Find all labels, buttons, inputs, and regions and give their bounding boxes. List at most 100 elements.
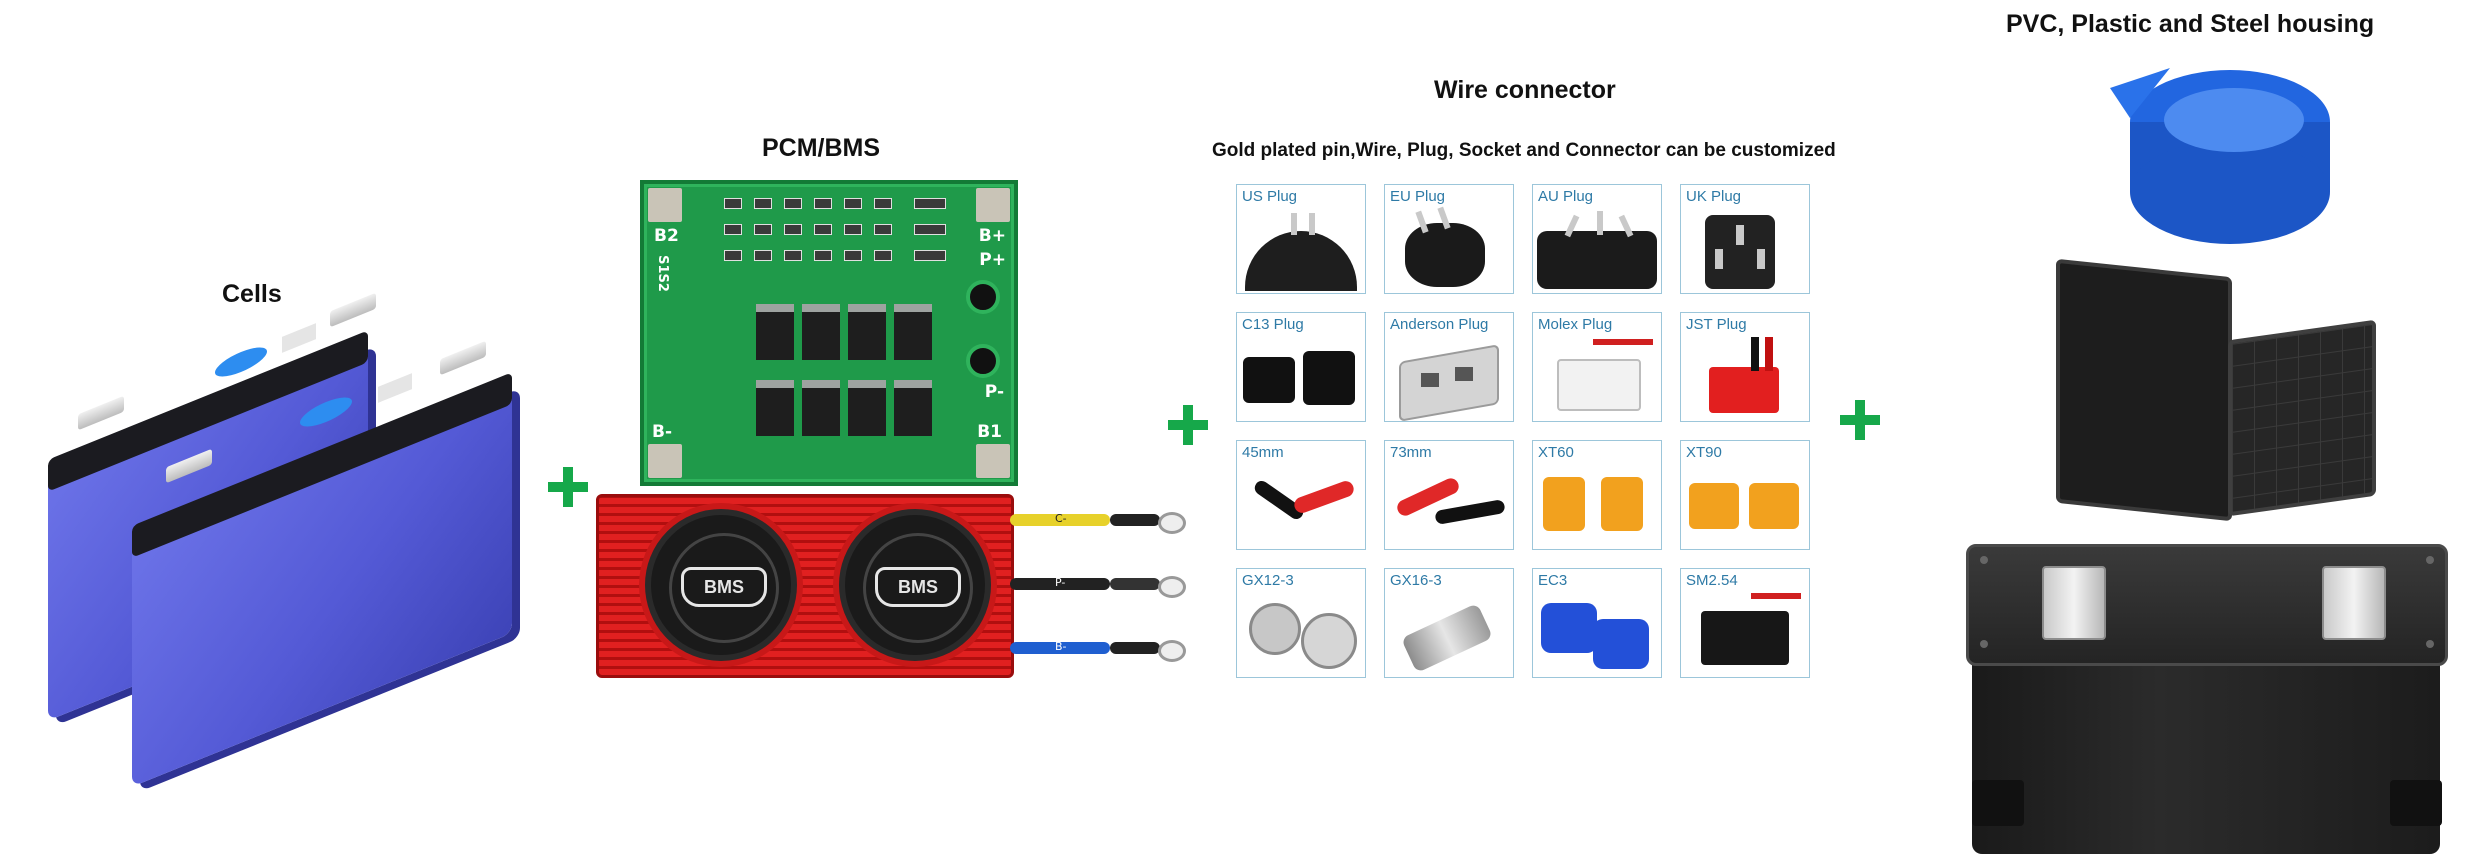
- bms-fan-right: BMS: [839, 509, 991, 661]
- molex-wire: [1593, 339, 1653, 345]
- mosfet: [848, 304, 886, 360]
- pcb-pad: [648, 444, 682, 478]
- plus-icon: [1840, 400, 1880, 440]
- tile-45mm: 45mm: [1236, 440, 1366, 550]
- housing-foot: [2390, 780, 2442, 826]
- pcb-pad: [648, 188, 682, 222]
- housing-handle-right: [2322, 566, 2386, 640]
- sm-connector-icon: [1701, 611, 1789, 665]
- tile-label: Molex Plug: [1538, 316, 1613, 333]
- tile-label: XT60: [1538, 444, 1574, 461]
- tile-c13-plug: C13 Plug: [1236, 312, 1366, 422]
- housing-bolt: [2426, 556, 2434, 564]
- tile-molex-plug: Molex Plug: [1532, 312, 1662, 422]
- molex-plug-icon: [1557, 359, 1641, 411]
- tile-eu-plug: EU Plug: [1384, 184, 1514, 294]
- wire-lug: [1158, 640, 1186, 662]
- pcb-component: [754, 250, 772, 261]
- cell-back-pad: [282, 323, 316, 353]
- pvc-roll-inner: [2164, 88, 2304, 152]
- wire-c-minus-sleeve: [1110, 514, 1160, 526]
- pcb-component: [844, 250, 862, 261]
- xt60-connector-icon-2: [1601, 477, 1643, 531]
- plug-pin: [1757, 249, 1765, 269]
- xt60-connector-icon: [1543, 477, 1585, 531]
- gx12-connector-icon-2: [1301, 613, 1357, 669]
- pcm-board: B2 B+ P+ P- B- B1 S1S2: [640, 180, 1018, 486]
- tile-label: GX12-3: [1242, 572, 1294, 589]
- pcb-component: [914, 250, 946, 261]
- wire-lug: [1158, 512, 1186, 534]
- pcb-component: [874, 250, 892, 261]
- tile-gx12: GX12-3: [1236, 568, 1366, 678]
- pvc-roll-image: [2110, 68, 2330, 244]
- sm-wire: [1751, 593, 1801, 599]
- au-plug-icon: [1537, 231, 1657, 289]
- tile-label: C13 Plug: [1242, 316, 1304, 333]
- tile-label: 73mm: [1390, 444, 1432, 461]
- mosfet: [894, 304, 932, 360]
- plug-pin: [1291, 213, 1297, 235]
- fan-ring: [669, 533, 779, 643]
- pcb-component: [784, 198, 802, 209]
- pvc-roll-bottom: [2130, 140, 2330, 244]
- tile-label: XT90: [1686, 444, 1722, 461]
- pcb-component: [724, 198, 742, 209]
- pcb-label-b2: B2: [654, 226, 679, 246]
- pcb-label-bminus: B-: [652, 422, 673, 442]
- tile-label: UK Plug: [1686, 188, 1742, 205]
- tile-label: GX16-3: [1390, 572, 1442, 589]
- plug-pin: [1736, 225, 1744, 245]
- plus-icon: [1168, 405, 1208, 445]
- xt90-connector-icon: [1689, 483, 1739, 529]
- pcb-component: [814, 198, 832, 209]
- pcb-component: [874, 224, 892, 235]
- wire-connector-subtitle: Gold plated pin,Wire, Plug, Socket and C…: [1212, 140, 1836, 161]
- wire-b-minus-sleeve: [1110, 642, 1160, 654]
- pcm-title: PCM/BMS: [762, 134, 881, 162]
- anderson-slot: [1421, 373, 1439, 387]
- wire-tag-b: B-: [1055, 640, 1067, 653]
- mosfet: [802, 304, 840, 360]
- connector-grid: US Plug EU Plug AU Plug UK Plug C13 Plug…: [1236, 184, 1810, 680]
- plastic-box-lid: [2228, 319, 2376, 517]
- tile-us-plug: US Plug: [1236, 184, 1366, 294]
- mosfet: [894, 380, 932, 436]
- us-plug-icon: [1245, 231, 1357, 291]
- bms-fan-left: BMS: [645, 509, 797, 661]
- pcb-component: [814, 250, 832, 261]
- tile-label: EU Plug: [1390, 188, 1446, 205]
- bms-badge-left: BMS: [681, 567, 767, 607]
- eu-plug-icon: [1405, 223, 1485, 287]
- plus-icon: [548, 467, 588, 507]
- tile-label: 45mm: [1242, 444, 1284, 461]
- c13-plug-icon: [1243, 357, 1295, 403]
- fan-ring: [863, 533, 973, 643]
- wire-connector-title: Wire connector: [1434, 76, 1616, 104]
- tile-xt90: XT90: [1680, 440, 1810, 550]
- tile-label: JST Plug: [1686, 316, 1747, 333]
- pcb-pad: [976, 444, 1010, 478]
- alligator-clip-large-icon-black: [1434, 499, 1506, 525]
- jst-wire: [1751, 337, 1759, 371]
- tile-label: EC3: [1538, 572, 1568, 589]
- pcb-screw-hole: [966, 280, 1000, 314]
- jst-plug-icon: [1709, 367, 1779, 413]
- mosfet: [756, 380, 794, 436]
- tile-ec3: EC3: [1532, 568, 1662, 678]
- plug-pin: [1309, 213, 1315, 235]
- pcb-label-bplus: B+: [978, 226, 1006, 246]
- gx16-connector-icon: [1400, 603, 1494, 673]
- tile-73mm: 73mm: [1384, 440, 1514, 550]
- wire-p-minus-sleeve: [1110, 578, 1160, 590]
- ec3-connector-icon-2: [1593, 619, 1649, 669]
- pcb-component: [754, 224, 772, 235]
- tile-label: AU Plug: [1538, 188, 1594, 205]
- pcb-label-s1s2: S1S2: [654, 255, 670, 292]
- pcb-screw-hole: [966, 344, 1000, 378]
- cell-front-terminal-pos: [440, 340, 486, 376]
- cell-front-pad: [378, 373, 412, 403]
- housing-bolt: [1980, 640, 1988, 648]
- tile-jst-plug: JST Plug: [1680, 312, 1810, 422]
- xt90-connector-icon-2: [1749, 483, 1799, 529]
